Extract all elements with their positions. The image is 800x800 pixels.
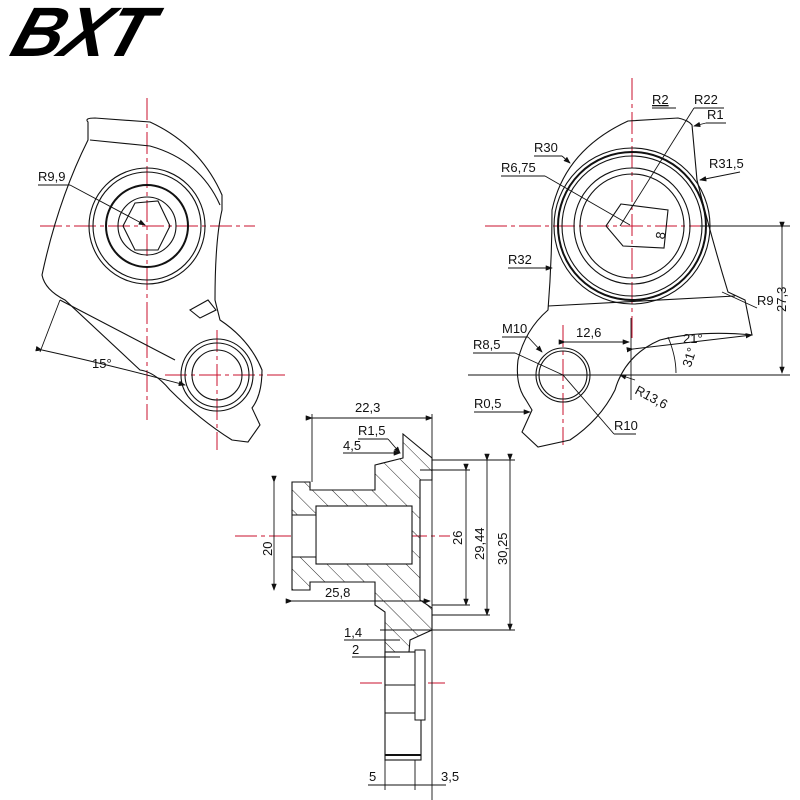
hanger-web-line — [547, 295, 736, 307]
label-r10: R10 — [614, 418, 638, 433]
r9-9-leader — [69, 184, 146, 226]
angle-31-arc — [667, 336, 677, 374]
r13-6-leader — [619, 374, 636, 381]
label-3-5: 3,5 — [441, 769, 459, 784]
label-r32: R32 — [508, 252, 532, 267]
r1-leader — [693, 121, 707, 128]
bxt-logo: BXT — [3, 0, 169, 72]
label-r30: R30 — [534, 140, 558, 155]
label-26: 26 — [450, 531, 465, 545]
section-bore — [315, 505, 413, 565]
label-27-3: 27,3 — [774, 287, 789, 312]
label-20: 20 — [260, 542, 275, 556]
angle-21-line — [626, 333, 753, 353]
hex-socket-icon — [122, 200, 171, 251]
hanger-outline — [41, 117, 263, 443]
label-angle-15: 15° — [92, 356, 112, 371]
hanger-lower-edge — [59, 299, 176, 361]
angle-15-arc — [35, 346, 186, 386]
label-1-4: 1,4 — [344, 625, 362, 640]
r1-5-leader — [387, 438, 401, 454]
label-4-5: 4,5 — [343, 438, 361, 453]
label-22-3: 22,3 — [355, 400, 380, 415]
logo-text: BXT — [3, 0, 169, 72]
hex-socket-icon — [605, 203, 669, 249]
label-r9-9: R9,9 — [38, 169, 65, 184]
label-r31-5: R31,5 — [709, 156, 744, 171]
lower-bore-inner — [191, 349, 243, 401]
label-r1: R1 — [707, 107, 724, 122]
bore-inner-circle — [117, 196, 177, 256]
r31-5-leader — [699, 171, 741, 182]
right-view-hanger: R2 R22 R1 R30 R6,75 R31,5 8 R32 R9 27,3 … — [468, 78, 790, 448]
r30-leader — [561, 155, 571, 164]
label-angle-21: 21° — [683, 331, 703, 346]
angle-extension — [39, 299, 61, 353]
bore-circle — [105, 184, 189, 268]
label-angle-31: 31° — [679, 346, 699, 369]
label-30-25: 30,25 — [495, 532, 510, 565]
left-view-hanger: R9,9 15° — [35, 98, 285, 450]
hanger-outline — [516, 117, 753, 448]
label-r22: R22 — [694, 92, 718, 107]
label-29-44: 29,44 — [472, 527, 487, 560]
m10-leader — [527, 336, 543, 353]
label-r8-5: R8,5 — [473, 337, 500, 352]
label-r13-6: R13,6 — [633, 382, 671, 412]
label-hex-8: 8 — [652, 231, 668, 241]
label-r9: R9 — [757, 293, 774, 308]
r10-leader — [562, 374, 615, 435]
boss-outer-circle — [88, 167, 206, 285]
r6-75-leader — [544, 175, 631, 226]
hanger-slot — [189, 299, 217, 319]
r9-leader — [721, 291, 758, 309]
label-25-8: 25,8 — [325, 585, 350, 600]
bore-circle — [573, 167, 691, 285]
label-12-6: 12,6 — [576, 325, 601, 340]
label-5: 5 — [369, 769, 376, 784]
section-washer — [414, 649, 426, 721]
label-r0-5: R0,5 — [474, 396, 501, 411]
label-r2: R2 — [652, 92, 669, 107]
label-r1-5: R1,5 — [358, 423, 385, 438]
m10-thread-inner — [538, 350, 588, 400]
label-r6-75: R6,75 — [501, 160, 536, 175]
section-view: 22,3 R1,5 4,5 20 25,8 26 29,44 30,25 1,4… — [235, 400, 515, 800]
section-counterbore — [291, 514, 317, 558]
r8-5-leader — [514, 352, 564, 376]
label-2: 2 — [352, 642, 359, 657]
label-m10: M10 — [502, 321, 527, 336]
r22-leader — [619, 107, 695, 227]
boss-outer-circle-2 — [92, 171, 202, 281]
m10-thread-outer — [535, 347, 591, 403]
hanger-inner-edge — [89, 139, 221, 206]
bore-circle-inner — [579, 173, 685, 279]
